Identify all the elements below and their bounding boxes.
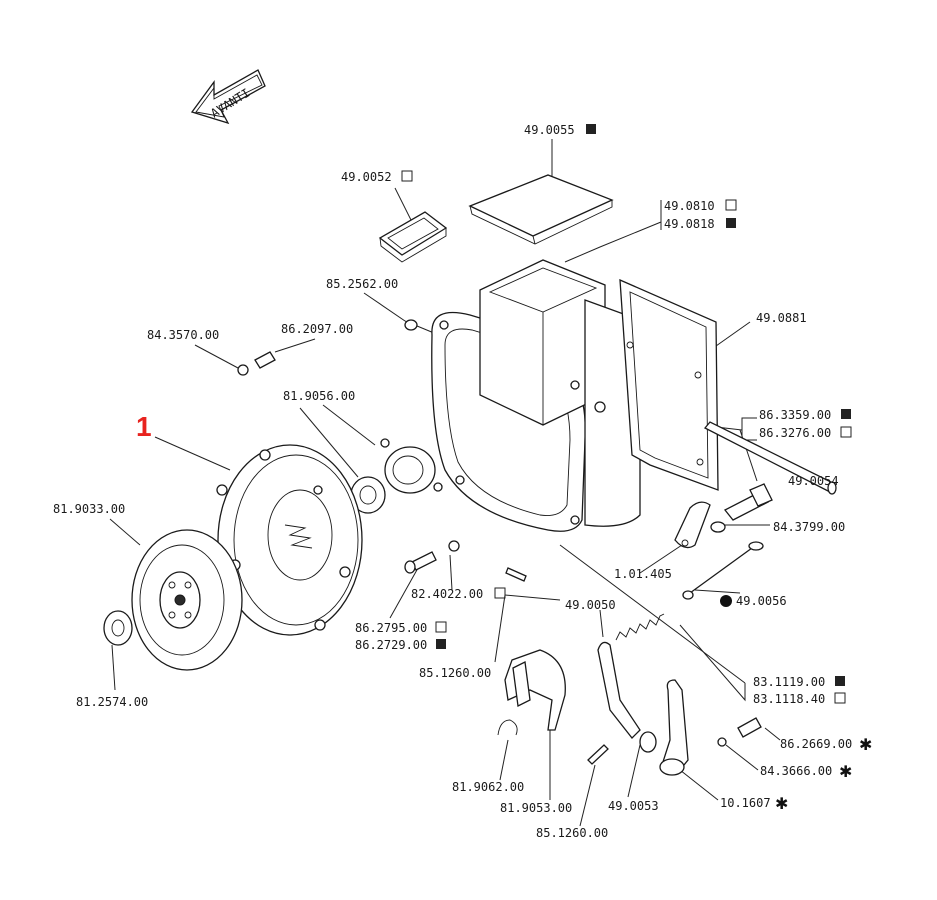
filled-square-icon: [841, 409, 851, 419]
clip-part: [497, 719, 518, 736]
label-49-0052: 49.0052: [341, 170, 392, 184]
release-bearing-part: [350, 438, 443, 514]
label-1-01-405: 1.01.405: [614, 567, 672, 581]
label-81-9053: 81.9053.00: [500, 801, 572, 815]
label-49-0050: 49.0050: [565, 598, 616, 612]
empty-square-icon: [435, 621, 447, 633]
shaft-part: [703, 421, 837, 495]
label-86-2729: 86.2729.00: [355, 638, 427, 652]
empty-square-icon: [494, 587, 506, 599]
pin-bolt-part: [404, 540, 460, 574]
star-icon: ✱: [839, 764, 852, 781]
nut-part: [237, 351, 276, 376]
avanti-arrow-icon: AVANTI: [190, 69, 266, 125]
label-86-3276: 86.3276.00: [759, 426, 831, 440]
label-83-1118: 83.1118.40: [753, 692, 825, 706]
side-gasket-part: [619, 278, 719, 491]
shift-fork-part: [504, 649, 566, 731]
label-49-0054: 49.0054: [788, 474, 839, 488]
label-86-2669: 86.2669.00: [780, 737, 852, 751]
empty-square-icon: [834, 692, 846, 704]
gasket-part: [378, 211, 448, 263]
small-ring-part: [404, 319, 418, 331]
label-85-1260-a: 85.1260.00: [419, 666, 491, 680]
label-49-0056: 49.0056: [736, 594, 787, 608]
label-49-0055: 49.0055: [524, 123, 575, 137]
small-lever-part: [674, 501, 711, 549]
label-49-0810: 49.0810: [664, 199, 715, 213]
star-icon: ✱: [859, 737, 872, 754]
callout-number: 1: [136, 411, 152, 442]
clutch-disc-part: [131, 529, 243, 671]
label-81-9033: 81.9033.00: [53, 502, 125, 516]
screw-part: [717, 717, 762, 747]
label-81-2574: 81.2574.00: [76, 695, 148, 709]
lower-pin-part: [587, 744, 609, 765]
empty-square-icon: [840, 426, 852, 438]
part-labels: 49.0055 49.0052 49.0810 49.0818 85.2562.…: [53, 123, 872, 840]
label-81-9056: 81.9056.00: [283, 389, 355, 403]
filled-dot-icon: [720, 595, 732, 607]
filled-square-icon: [436, 639, 446, 649]
label-83-1119: 83.1119.00: [753, 675, 825, 689]
cover-plate-part: [468, 174, 614, 245]
pressure-plate-part: [216, 444, 363, 636]
filled-square-icon: [726, 218, 736, 228]
label-86-2795: 86.2795.00: [355, 621, 427, 635]
label-49-0053: 49.0053: [608, 799, 659, 813]
housing-part: [431, 259, 641, 532]
label-86-3359: 86.3359.00: [759, 408, 831, 422]
label-82-4022: 82.4022.00: [411, 587, 483, 601]
rod-part: [682, 541, 764, 600]
label-84-3570: 84.3570.00: [147, 328, 219, 342]
label-86-2097: 86.2097.00: [281, 322, 353, 336]
roll-pin-part: [505, 567, 527, 582]
label-84-3799: 84.3799.00: [773, 520, 845, 534]
lever-arm-part: [659, 679, 689, 776]
label-49-0818: 49.0818: [664, 217, 715, 231]
label-84-3666: 84.3666.00: [760, 764, 832, 778]
empty-square-icon: [401, 170, 413, 182]
filled-square-icon: [586, 124, 596, 134]
empty-square-icon: [725, 199, 737, 211]
label-85-2562: 85.2562.00: [326, 277, 398, 291]
bolt-part: [710, 483, 773, 533]
spring-part: [615, 613, 665, 641]
label-49-0881: 49.0881: [756, 311, 807, 325]
filled-square-icon: [835, 676, 845, 686]
bushing-part: [103, 610, 133, 646]
shift-lever-part: [597, 641, 657, 753]
label-85-1260-b: 85.1260.00: [536, 826, 608, 840]
star-icon: ✱: [775, 796, 788, 813]
label-10-1607: 10.1607: [720, 796, 771, 810]
label-81-9062: 81.9062.00: [452, 780, 524, 794]
